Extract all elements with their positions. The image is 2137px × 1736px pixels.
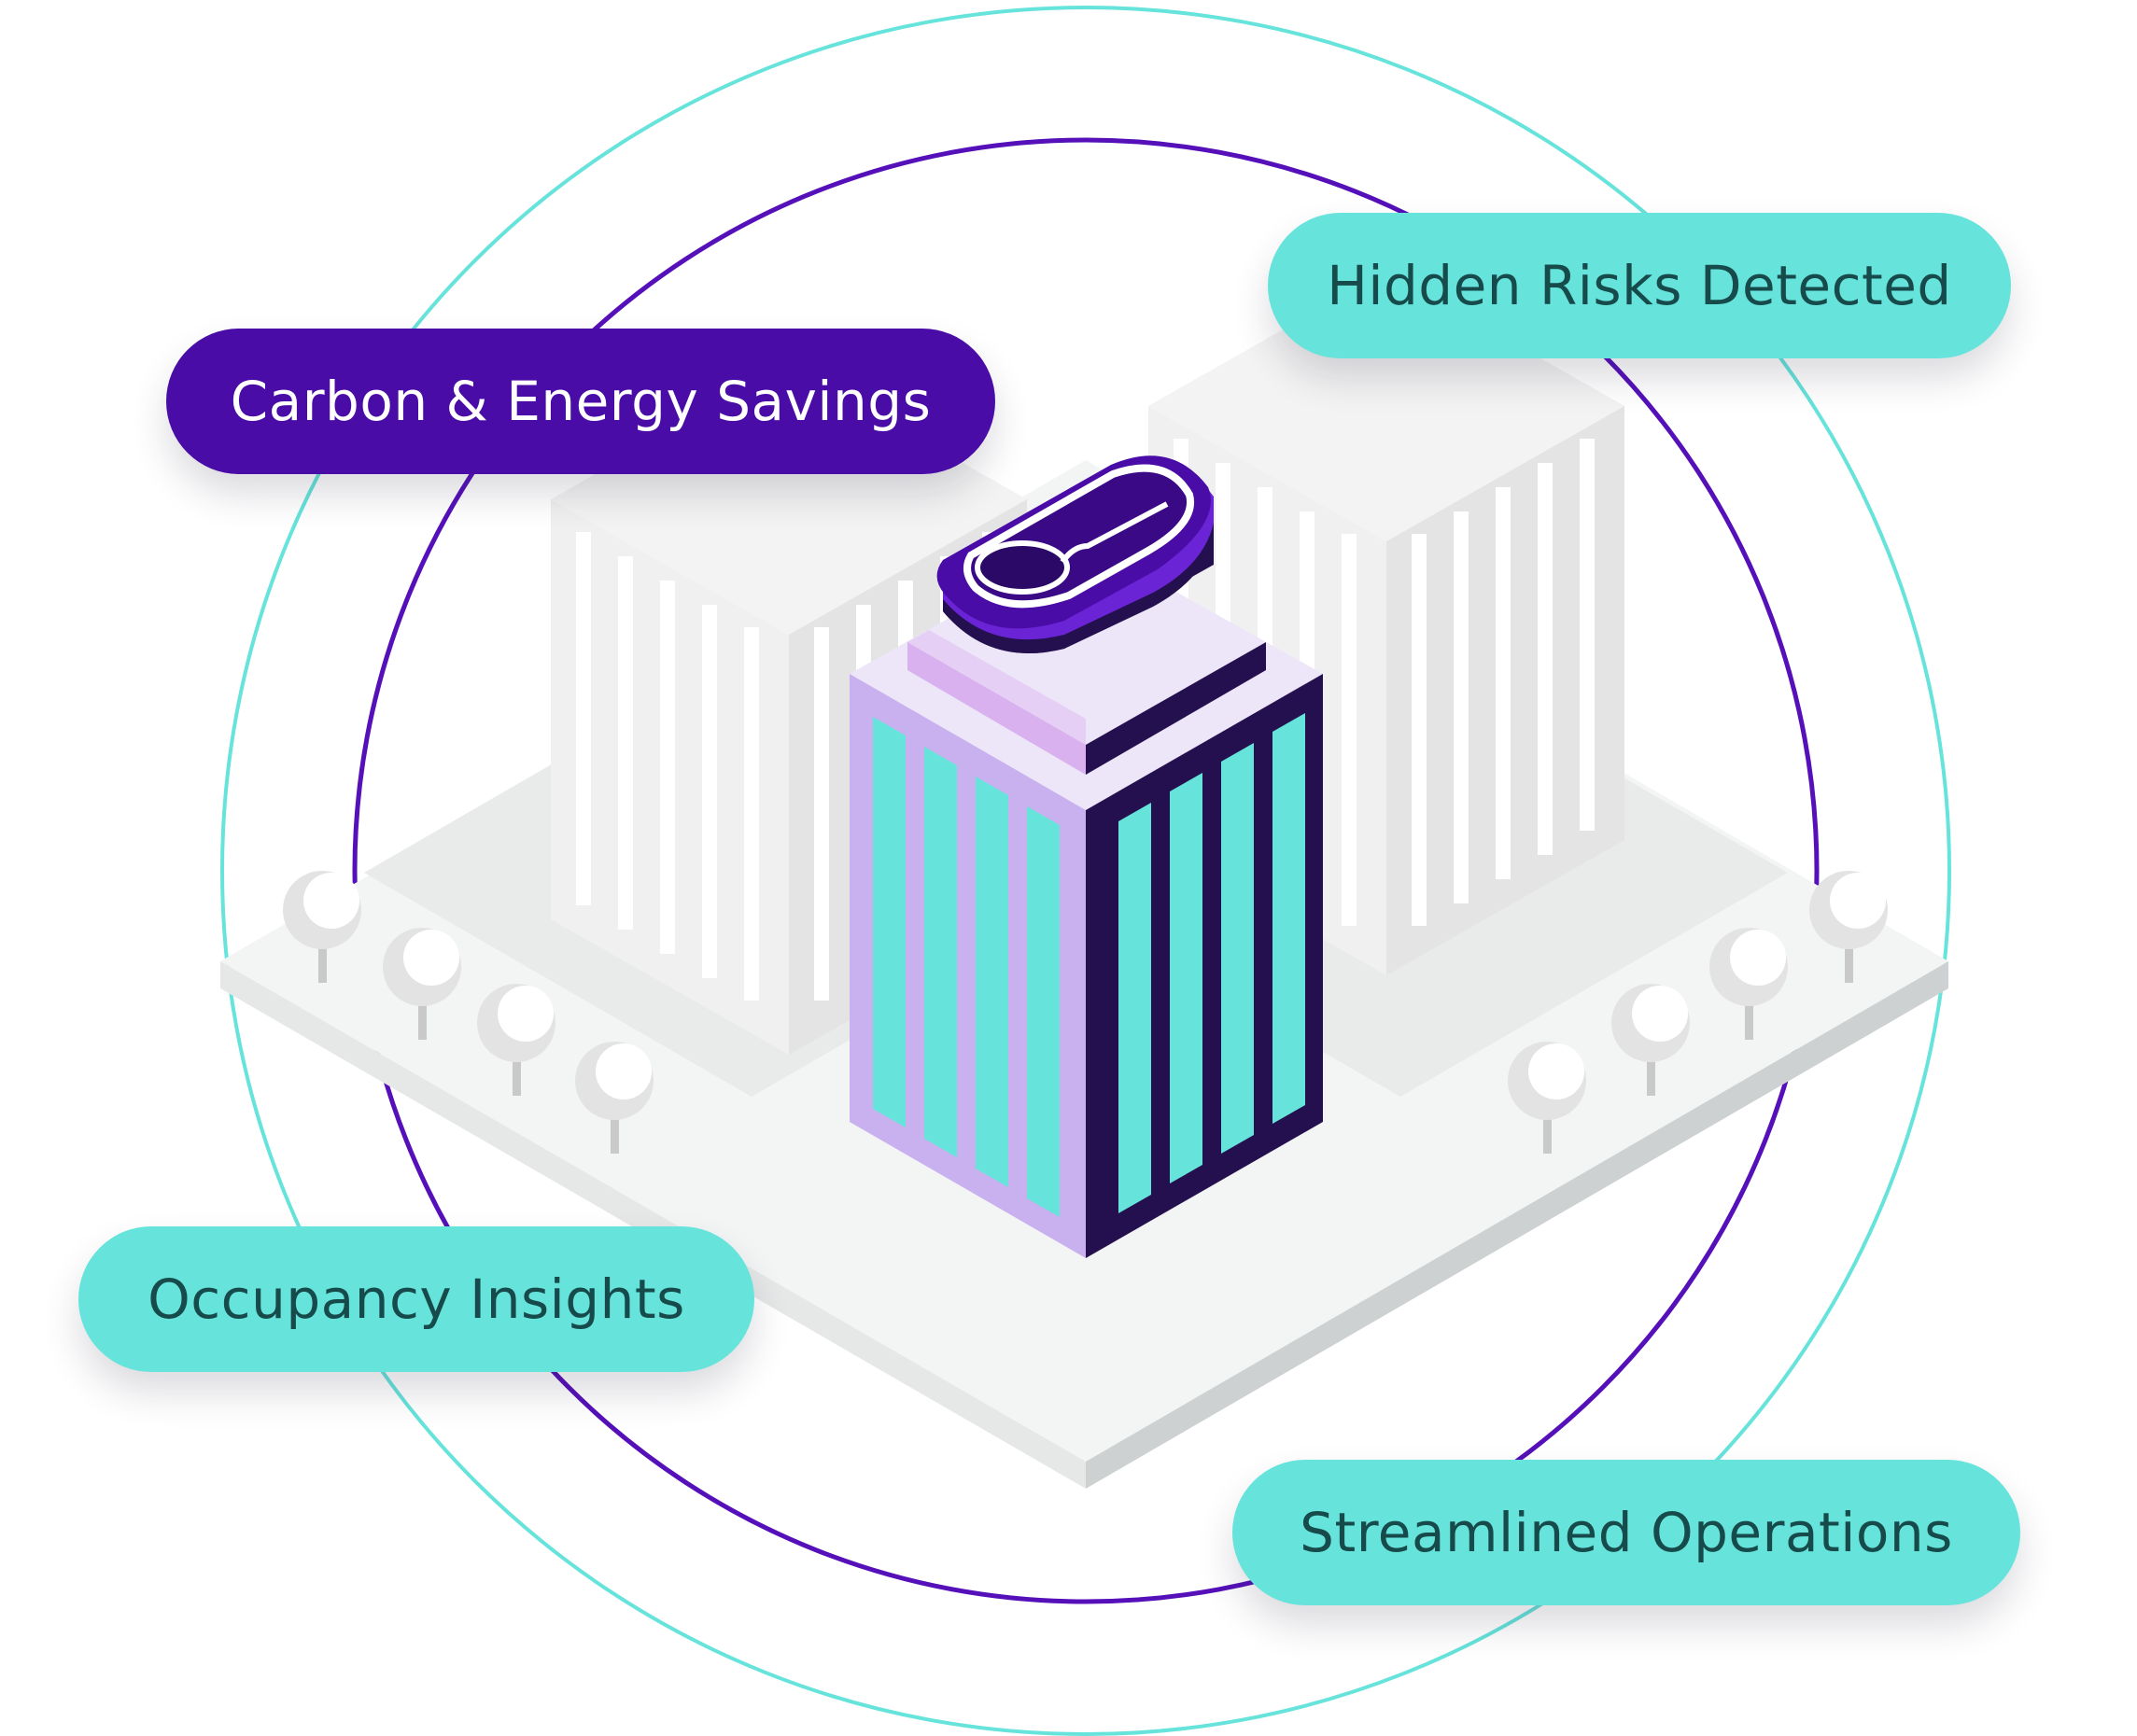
trees-left [283, 871, 654, 1154]
tree [383, 928, 461, 1040]
tree [1709, 928, 1788, 1040]
building-icon [850, 541, 1323, 1258]
tree [1611, 984, 1690, 1096]
sensor-device-icon [936, 455, 1214, 653]
label-carbon-energy-savings: Carbon & Energy Savings [166, 329, 995, 474]
tree [477, 984, 555, 1096]
label-hidden-risks-detected: Hidden Risks Detected [1268, 213, 2011, 358]
tree [283, 871, 361, 983]
tree [1809, 871, 1888, 983]
trees-right [1508, 871, 1888, 1154]
label-occupancy-insights: Occupancy Insights [78, 1226, 754, 1372]
tree [1508, 1042, 1586, 1154]
outer-ring [220, 6, 1951, 1736]
tree [575, 1042, 654, 1154]
label-streamlined-operations: Streamlined Operations [1232, 1460, 2020, 1605]
inner-ring [352, 137, 1820, 1604]
